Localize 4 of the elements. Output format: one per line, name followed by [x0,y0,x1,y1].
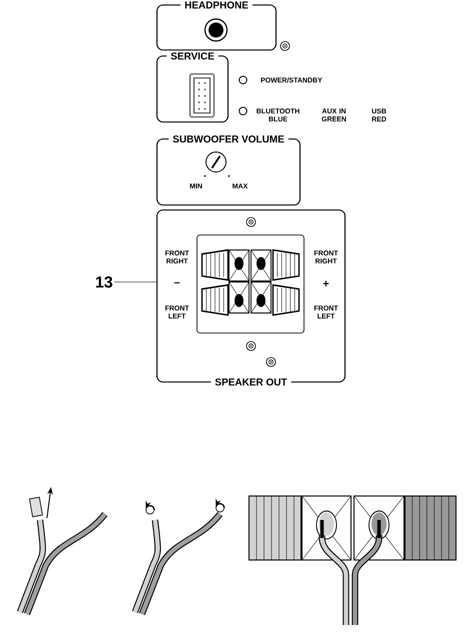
polarity-sign: + [323,280,329,286]
polarity-sign: – [174,282,180,284]
callout-number: 13 [96,276,112,288]
service-panel: SERVICE [156,51,229,123]
